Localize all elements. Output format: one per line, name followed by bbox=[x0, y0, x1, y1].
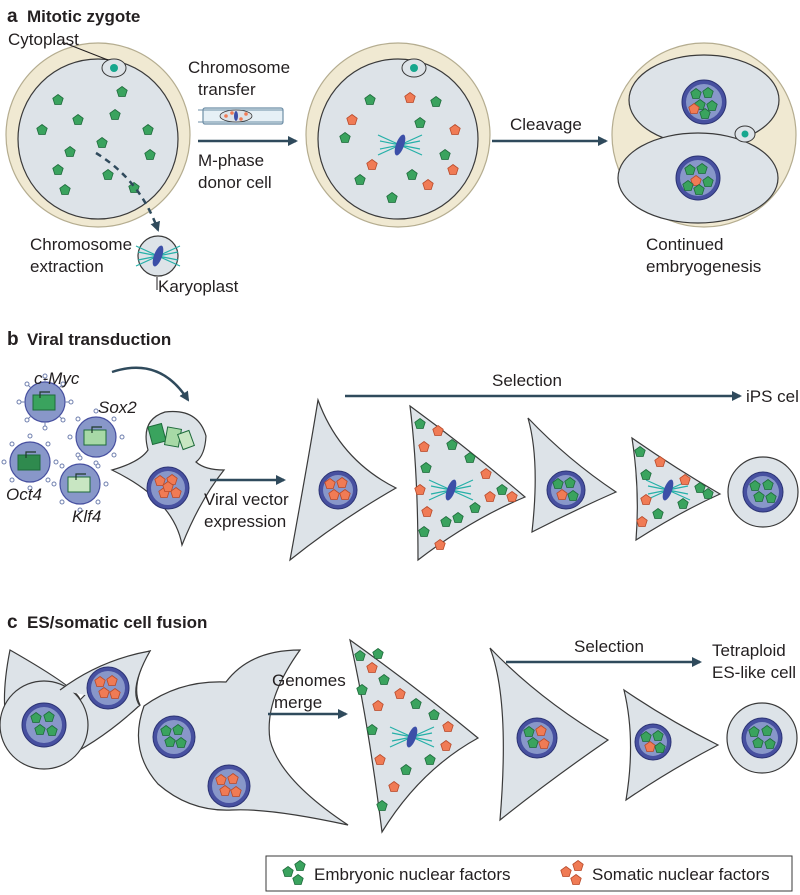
panel-b-title: Viral transduction bbox=[27, 330, 171, 349]
fusion-somatic-cell bbox=[0, 649, 152, 770]
infection-arrow bbox=[111, 366, 190, 402]
merged-dividing-cell bbox=[349, 638, 480, 834]
panel-a-letter: a bbox=[7, 6, 18, 27]
dividing-cell-b4 bbox=[631, 436, 722, 542]
selection-label-b: Selection bbox=[492, 371, 562, 390]
gene-sox2: Sox2 bbox=[98, 398, 137, 417]
ips-cell bbox=[727, 456, 799, 528]
tetraploid-label-1: Tetraploid bbox=[712, 641, 786, 660]
legend-somatic-label: Somatic nuclear factors bbox=[592, 865, 770, 884]
dividing-cell-b2 bbox=[409, 404, 527, 562]
transfer-label-2: transfer bbox=[198, 80, 256, 99]
karyoplast bbox=[135, 235, 181, 277]
genomes-label-1: Genomes bbox=[272, 671, 346, 690]
virus-oct4 bbox=[1, 433, 59, 491]
somatic-cell-b1 bbox=[289, 397, 398, 562]
ips-label: iPS cell bbox=[746, 387, 800, 406]
panel-a: a Mitotic zygote Cytoplast Chromosome ex… bbox=[5, 6, 797, 296]
two-cell-embryo bbox=[611, 42, 797, 228]
extraction-arrow bbox=[95, 151, 160, 232]
gene-klf4: Klf4 bbox=[72, 507, 101, 526]
cytoplast-label: Cytoplast bbox=[8, 30, 79, 49]
extraction-label-2: extraction bbox=[30, 257, 104, 276]
continued-label-2: embryogenesis bbox=[646, 257, 761, 276]
tetraploid-label-2: ES-like cell bbox=[712, 663, 796, 682]
selection-label-c: Selection bbox=[574, 637, 644, 656]
legend-embryonic-label: Embryonic nuclear factors bbox=[314, 865, 511, 884]
continued-label-1: Continued bbox=[646, 235, 724, 254]
zygote-1 bbox=[5, 42, 191, 228]
panel-c-letter: c bbox=[7, 612, 18, 633]
panel-b-letter: b bbox=[7, 329, 19, 350]
karyoplast-label: Karyoplast bbox=[158, 277, 239, 296]
panel-c: c ES/somatic cell fusion Genomes merge bbox=[0, 612, 798, 834]
virus-klf4 bbox=[51, 455, 109, 513]
gene-cmyc: c-Myc bbox=[34, 369, 80, 388]
reprogrammed-cell-b3 bbox=[527, 417, 618, 534]
fusion-es-cell bbox=[137, 649, 349, 826]
expression-label-2: expression bbox=[204, 512, 286, 531]
donor-label-2: donor cell bbox=[198, 173, 272, 192]
panel-a-title: Mitotic zygote bbox=[27, 7, 140, 26]
expression-label-1: Viral vector bbox=[204, 490, 289, 509]
extraction-label-1: Chromosome bbox=[30, 235, 132, 254]
transfer-pipette bbox=[198, 107, 284, 125]
virus-cmyc bbox=[16, 373, 74, 431]
gene-oct4: Oct4 bbox=[6, 485, 42, 504]
genomes-label-2: merge bbox=[274, 693, 322, 712]
zygote-2 bbox=[305, 42, 491, 228]
tetraploid-cell-c4 bbox=[623, 688, 720, 802]
panel-c-title: ES/somatic cell fusion bbox=[27, 613, 207, 632]
legend: Embryonic nuclear factors Somatic nuclea… bbox=[265, 855, 793, 892]
cleavage-label: Cleavage bbox=[510, 115, 582, 134]
tetraploid-cell-c3 bbox=[489, 647, 610, 822]
virus-sox2 bbox=[67, 408, 125, 466]
panel-b: b Viral transduction c-Myc bbox=[1, 329, 800, 562]
es-like-cell bbox=[726, 702, 798, 774]
transfer-label-1: Chromosome bbox=[188, 58, 290, 77]
infected-cell bbox=[110, 410, 226, 548]
donor-label-1: M-phase bbox=[198, 151, 264, 170]
